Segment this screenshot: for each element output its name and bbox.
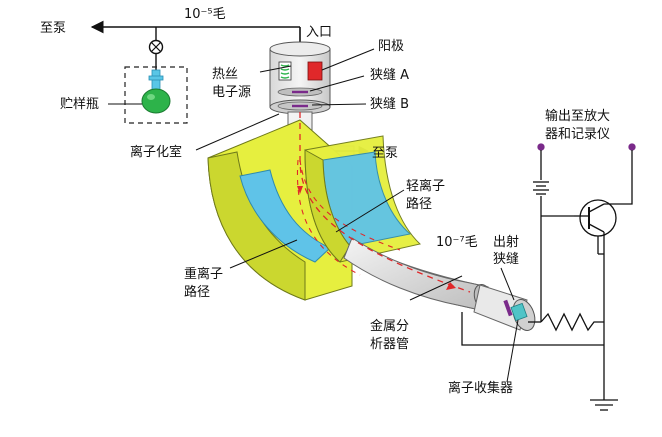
label-heavy-ion-path-1: 重离子	[184, 266, 223, 282]
sample-enclosure	[124, 66, 188, 124]
label-ionization-chamber: 离子化室	[130, 144, 182, 160]
leader-lines	[195, 48, 519, 383]
pump-line-top	[90, 20, 301, 48]
label-light-ion-path-1: 轻离子	[406, 178, 445, 194]
filament-coil-icon	[278, 61, 292, 81]
label-to-pump-top: 至泵	[40, 21, 66, 36]
transistor-icon	[574, 199, 617, 237]
label-sample-bottle: 贮样瓶	[60, 97, 99, 112]
ionization-chamber	[269, 41, 331, 115]
label-filament: 热丝	[212, 67, 238, 82]
label-ion-collector: 离子收集器	[448, 380, 513, 396]
label-to-pump-mid: 至泵	[372, 146, 398, 161]
circuit	[461, 143, 636, 411]
sample-line	[108, 27, 188, 124]
label-analyzer-tube-2: 析器管	[370, 337, 409, 352]
output-terminal-right	[628, 143, 636, 151]
resistor-icon	[540, 312, 604, 332]
label-anode: 阳极	[378, 39, 404, 54]
ground-icon	[590, 399, 618, 411]
label-slit-b: 狭缝 B	[370, 97, 409, 112]
valve-icon	[148, 39, 164, 55]
magnet	[207, 119, 422, 301]
label-exit-slit-2: 狭缝	[493, 252, 519, 267]
battery-icon	[533, 181, 549, 195]
label-output-2: 器和记录仪	[545, 127, 610, 142]
exit-slit	[503, 299, 513, 317]
anode-plate	[307, 61, 323, 81]
label-analyzer-tube-1: 金属分	[370, 318, 409, 334]
label-pressure-tube: 10⁻⁷毛	[436, 235, 478, 250]
label-electron-source: 电子源	[212, 85, 251, 100]
label-heavy-ion-path-2: 路径	[184, 284, 210, 300]
label-exit-slit-1: 出射	[493, 234, 519, 250]
collector-housing	[473, 283, 536, 331]
sample-bottle-icon	[141, 88, 171, 114]
label-pressure-top: 10⁻⁵毛	[184, 7, 226, 22]
ion-beams	[296, 112, 471, 293]
ion-collector-icon	[510, 302, 528, 322]
output-terminal-left	[537, 143, 545, 151]
label-slit-a: 狭缝 A	[370, 68, 409, 83]
label-output-1: 输出至放大	[545, 108, 610, 124]
label-inlet: 入口	[306, 25, 332, 40]
label-light-ion-path-2: 路径	[406, 196, 432, 212]
